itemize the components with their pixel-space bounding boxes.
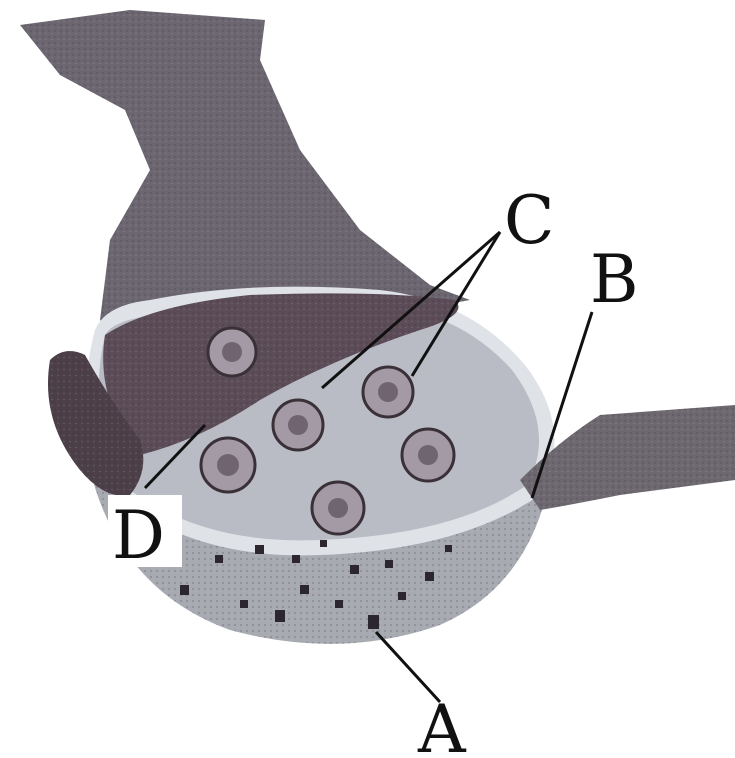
label-a: A: [417, 691, 467, 758]
vesicle: [208, 328, 256, 376]
vesicle: [363, 367, 413, 417]
vesicle: [402, 429, 454, 481]
label-c: C: [504, 182, 555, 259]
vesicle: [312, 482, 364, 534]
label-b: B: [590, 241, 639, 318]
vesicle: [201, 438, 255, 492]
label-d: D: [112, 497, 165, 574]
vesicle: [273, 400, 323, 450]
